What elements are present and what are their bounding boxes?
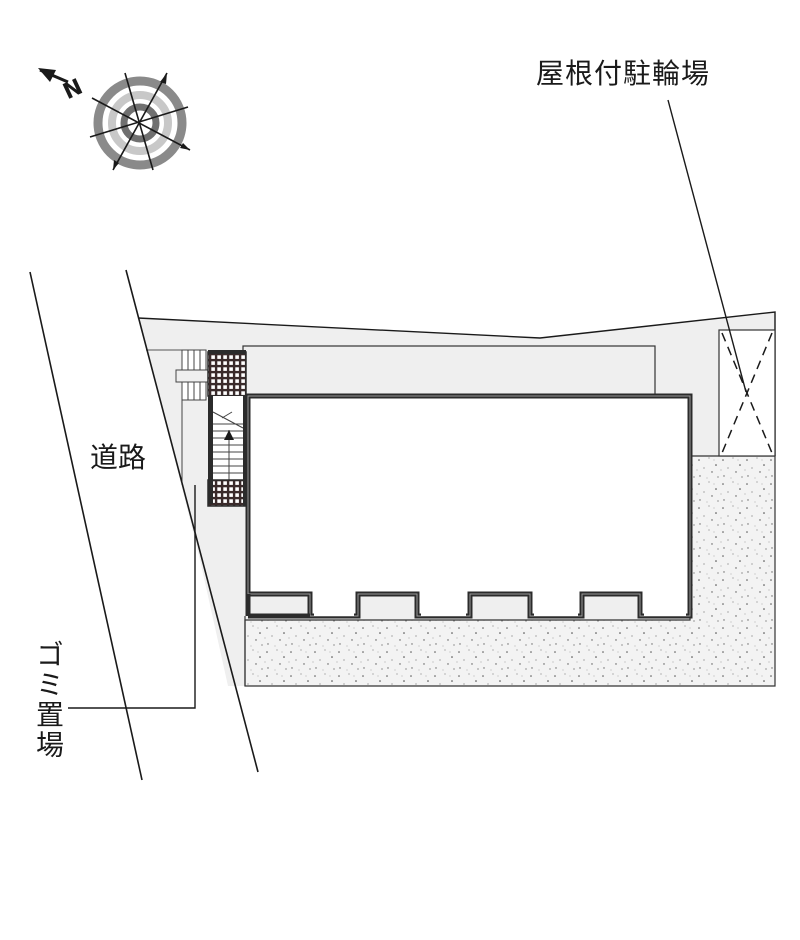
covered-bicycle-parking-label: 屋根付駐輪場 — [536, 57, 711, 90]
garbage-area — [68, 485, 196, 709]
parking-leader-line — [667, 99, 747, 393]
garbage-area-label: ゴミ置場 — [32, 640, 65, 760]
building — [245, 393, 693, 619]
stair-up-arrow-icon — [224, 430, 234, 440]
north-compass-icon: N — [38, 68, 191, 171]
road-label: 道路 — [90, 441, 147, 474]
balcony-notches — [314, 598, 686, 616]
staircase — [207, 350, 247, 507]
entrance-walkway — [175, 349, 209, 485]
covered-bicycle-parking — [718, 329, 776, 457]
road — [29, 269, 259, 781]
